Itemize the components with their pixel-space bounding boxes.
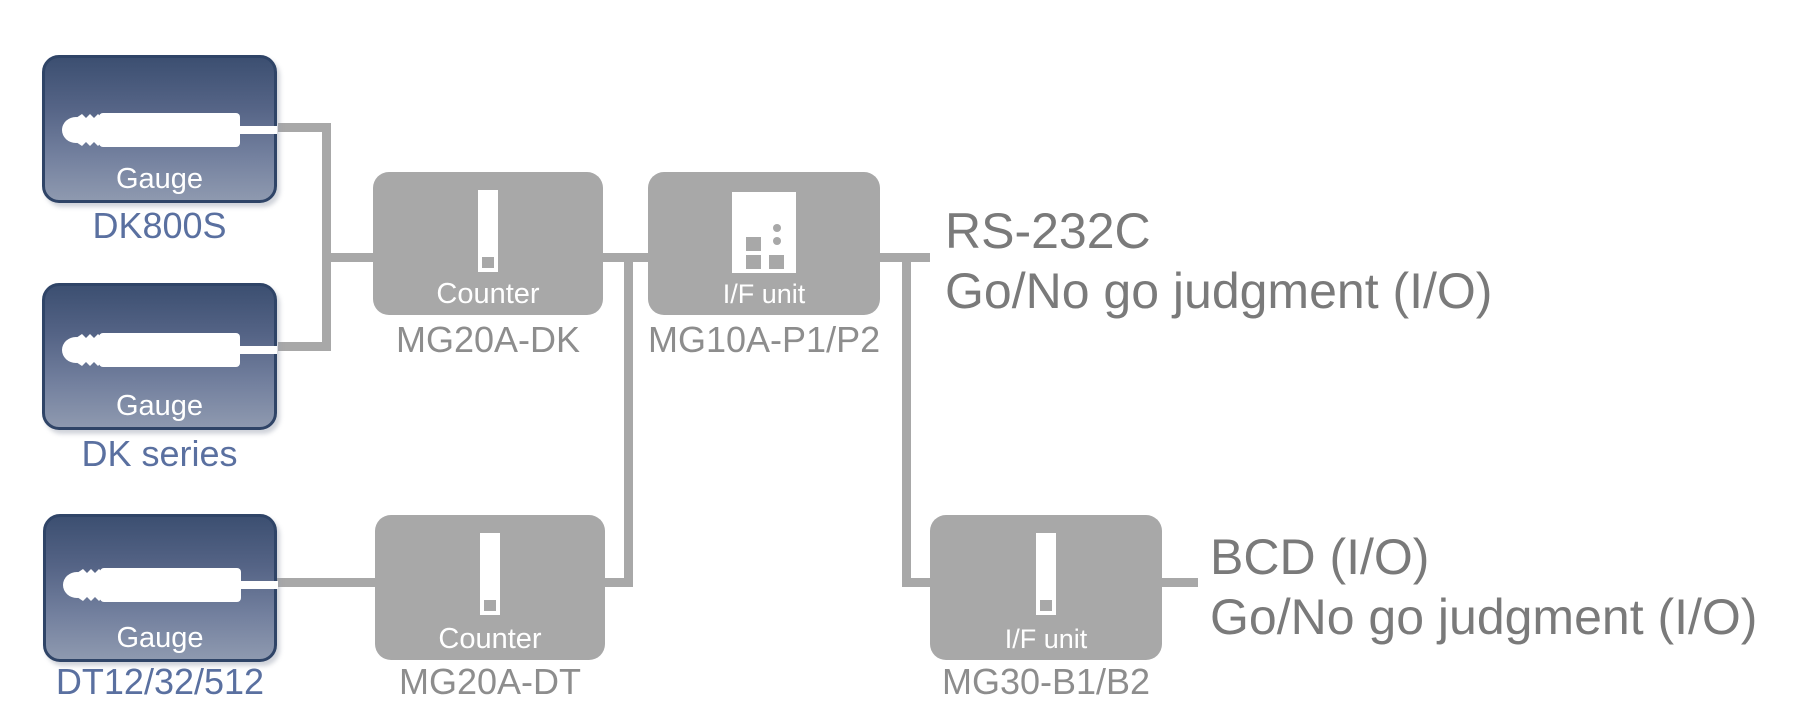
counter-box-label: Counter: [436, 278, 540, 310]
ifunit-box-mg10a: I/F unit: [648, 172, 880, 315]
connector-line-gauge-bus: [322, 123, 331, 351]
counter-module-slot: [484, 600, 496, 611]
output-label-rs232c: RS-232C Go/No go judgment (I/O): [945, 201, 1492, 321]
gauge-box-dk-series: Gauge: [42, 283, 277, 430]
gauge-box-dk800s: Gauge: [42, 55, 277, 203]
counter-module-icon: [480, 533, 500, 615]
io-connector-pin: [773, 224, 781, 232]
connector-line-gauge2-bus: [278, 342, 331, 351]
ifunit-box-label: I/F unit: [1004, 624, 1088, 654]
connector-line-counter2-branch: [605, 578, 633, 587]
io-connector-icon: [732, 192, 796, 273]
output-line: Go/No go judgment (I/O): [1210, 589, 1758, 645]
ifunit-model-mg10a: MG10A-P1/P2: [648, 319, 881, 360]
counter-box-mg20a-dt: Counter: [375, 515, 605, 660]
output-line: Go/No go judgment (I/O): [945, 263, 1493, 319]
connector-line-gauge3-counter2: [277, 578, 375, 587]
ifunit-model-mg30: MG30-B1/B2: [941, 661, 1151, 702]
gauge-box-label: Gauge: [115, 163, 204, 195]
counter-model-mg20a-dk: MG20A-DK: [395, 319, 581, 360]
io-connector-pin: [769, 255, 784, 269]
gauge-model-dk800s: DK800S: [92, 205, 227, 246]
counter-box-mg20a-dk: Counter: [373, 172, 603, 315]
connector-line-gauge1-bus: [278, 123, 331, 132]
io-connector-pin: [746, 237, 761, 251]
gauge-box-label: Gauge: [115, 390, 204, 422]
ifunit-box-mg30: I/F unit: [930, 515, 1162, 660]
gauge-probe-icon: [62, 333, 277, 367]
gauge-model-dk-series: DK series: [81, 433, 238, 474]
counter-model-mg20a-dt: MG20A-DT: [398, 661, 582, 702]
counter-module-slot: [1040, 600, 1052, 611]
connector-line-counter-branch: [624, 253, 633, 587]
io-connector-pin: [773, 237, 781, 245]
connector-line-ifunit2-output: [1162, 578, 1198, 587]
output-line: RS-232C: [945, 203, 1151, 259]
connector-line-ifunit-branch: [902, 253, 911, 587]
gauge-model-dt12-32-512: DT12/32/512: [55, 661, 265, 702]
counter-module-slot: [482, 257, 494, 268]
connector-line-branch-ifunit2: [902, 578, 930, 587]
ifunit-box-label: I/F unit: [722, 279, 806, 309]
connector-line-bus-counter1: [331, 253, 373, 262]
io-connector-pin: [746, 255, 761, 269]
counter-module-icon: [478, 190, 498, 272]
counter-module-icon: [1036, 533, 1056, 615]
output-line: BCD (I/O): [1210, 529, 1430, 585]
gauge-probe-icon: [62, 113, 277, 147]
gauge-box-dt12-32-512: Gauge: [43, 514, 278, 662]
counter-box-label: Counter: [438, 623, 542, 655]
output-label-bcd: BCD (I/O) Go/No go judgment (I/O): [1210, 527, 1757, 647]
gauge-box-label: Gauge: [116, 622, 204, 654]
gauge-probe-icon: [63, 568, 278, 602]
